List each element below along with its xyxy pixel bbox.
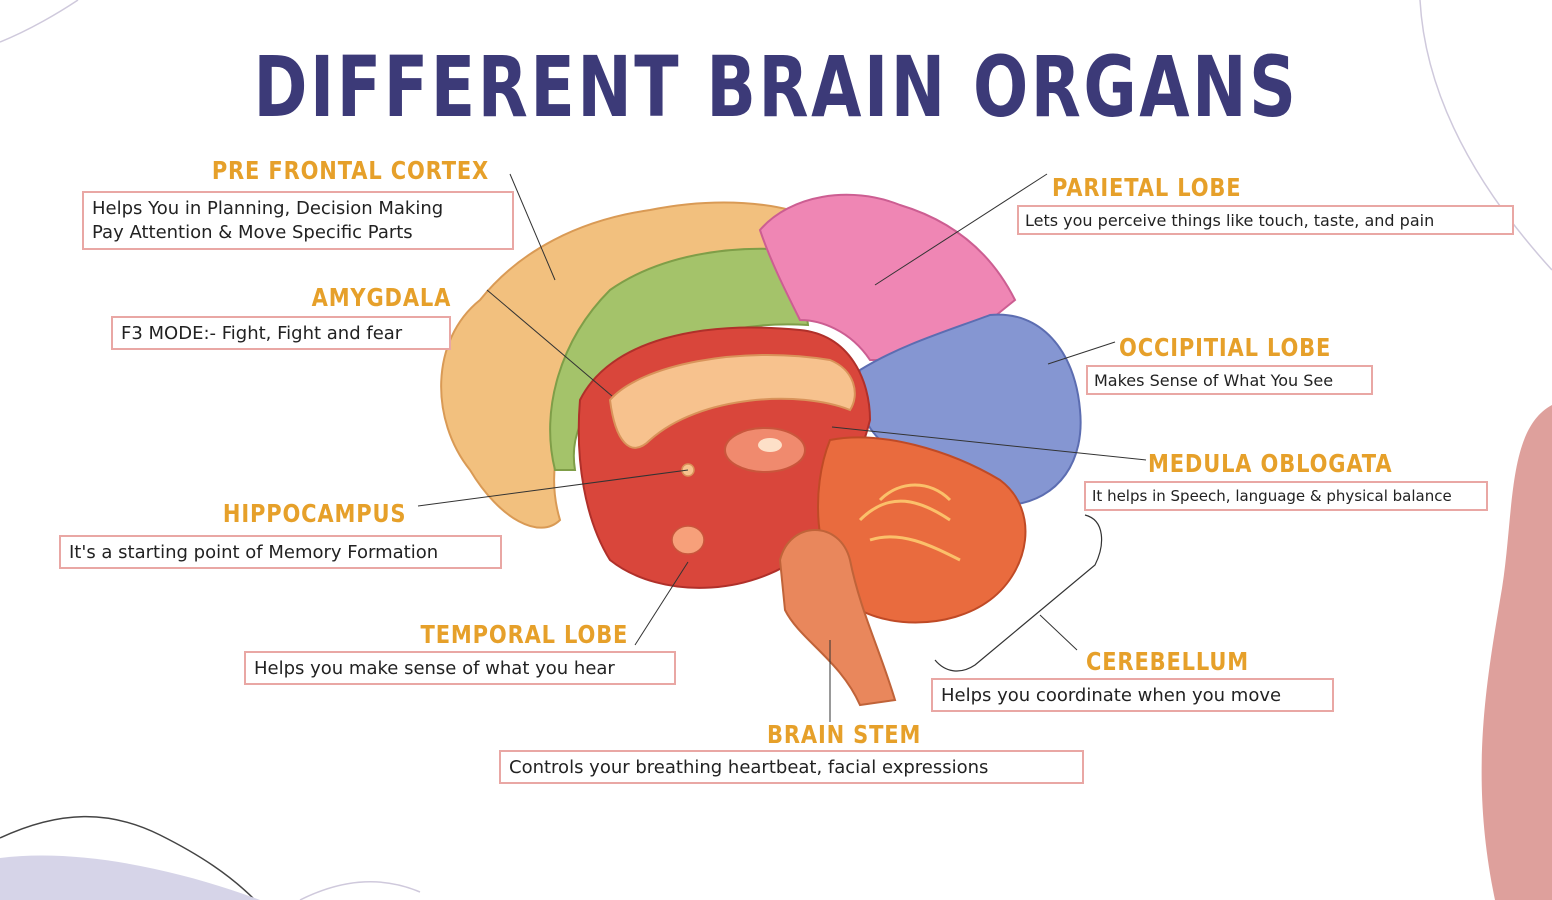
label-parietal-lobe: PARIETAL LOBE: [1052, 173, 1242, 202]
top-left-arc: [0, 0, 79, 43]
desc-hippocampus: It's a starting point of Memory Formatio…: [59, 535, 502, 569]
bottom-left-blob: [0, 855, 260, 900]
brain-stem-shape: [778, 529, 897, 707]
desc-cerebellum: Helps you coordinate when you move: [931, 678, 1334, 712]
desc-parietal-lobe: Lets you perceive things like touch, tas…: [1017, 205, 1514, 235]
desc-prefrontal-cortex: Helps You in Planning, Decision Making P…: [82, 191, 514, 250]
pituitary-blob: [671, 525, 705, 555]
right-pink-blob: [1481, 405, 1552, 900]
label-cerebellum: CEREBELLUM: [1086, 647, 1249, 676]
thalamus-highlight: [758, 438, 782, 452]
amygdala-blob: [681, 463, 695, 477]
corpus-callosum-shape: [608, 354, 856, 449]
label-amygdala: AMYGDALA: [311, 283, 451, 312]
desc-temporal-lobe: Helps you make sense of what you hear: [244, 651, 676, 685]
desc-amygdala: F3 MODE:- Fight, Fight and fear: [111, 316, 451, 350]
bottom-left-curve: [0, 815, 256, 900]
desc-prefrontal-line-2: Pay Attention & Move Specific Parts: [92, 222, 413, 243]
top-right-curve: [1419, 0, 1552, 271]
desc-brain-stem: Controls your breathing heartbeat, facia…: [499, 750, 1084, 784]
desc-medula-oblogata: It helps in Speech, language & physical …: [1084, 481, 1488, 511]
label-temporal-lobe: TEMPORAL LOBE: [420, 620, 628, 649]
page-title: DIFFERENT BRAIN ORGANS: [253, 38, 1299, 136]
label-occipitial-lobe: OCCIPITIAL LOBE: [1119, 333, 1332, 362]
label-prefrontal-cortex: PRE FRONTAL CORTEX: [211, 156, 489, 185]
desc-occipitial-lobe: Makes Sense of What You See: [1086, 365, 1373, 395]
desc-prefrontal-line-1: Helps You in Planning, Decision Making: [92, 198, 444, 219]
label-hippocampus: HIPPOCAMPUS: [222, 499, 406, 528]
bottom-left-curve-2: [299, 880, 421, 900]
label-brain-stem: BRAIN STEM: [767, 720, 922, 749]
label-medula-oblogata: MEDULA OBLOGATA: [1148, 449, 1393, 478]
